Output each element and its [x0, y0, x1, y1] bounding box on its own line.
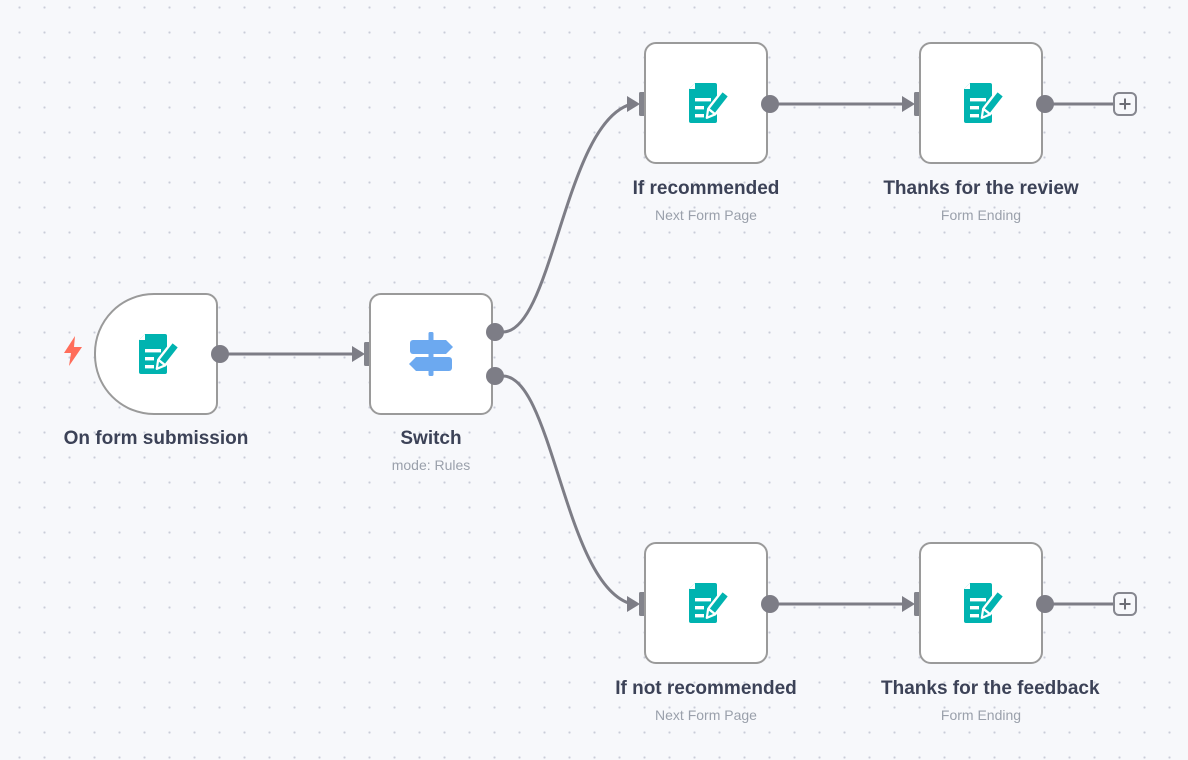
node-thanks-for-the-review[interactable]	[919, 42, 1043, 164]
node-subtitle: Form Ending	[940, 207, 1022, 223]
node-title: If not recommended	[615, 678, 797, 699]
add-node-after-thanks-for-the-review-button[interactable]	[1113, 92, 1137, 116]
node-on-form-submission[interactable]	[94, 293, 218, 415]
trigger-lightning-bolt-icon	[64, 336, 82, 366]
label-switch: Switch mode: Rules	[331, 427, 531, 476]
connection-switch-to-if-recommended	[502, 102, 633, 334]
plus-icon	[1119, 98, 1131, 110]
form-document-pencil-icon	[139, 334, 181, 374]
node-title: If recommended	[632, 178, 780, 199]
label-if-not-recommended: If not recommended Next Form Page	[606, 677, 806, 726]
node-subtitle: mode: Rules	[391, 457, 471, 473]
label-thanks-for-the-review: Thanks for the review Form Ending	[881, 177, 1081, 226]
node-title: On form submission	[63, 428, 249, 449]
output-endpoint-if-not-recommended[interactable]	[761, 595, 779, 613]
output-endpoint-switch-1[interactable]	[486, 367, 504, 385]
plus-icon	[1119, 598, 1131, 610]
add-node-after-thanks-for-the-feedback-button[interactable]	[1113, 592, 1137, 616]
connection-switch-to-if-not-recommended	[502, 374, 633, 606]
label-on-form-submission: On form submission	[56, 427, 256, 451]
form-document-pencil-icon	[964, 83, 1006, 123]
label-thanks-for-the-feedback: Thanks for the feedback Form Ending	[881, 677, 1100, 726]
node-title: Switch	[400, 428, 462, 449]
node-title: Thanks for the review	[883, 178, 1079, 199]
output-endpoint-thanks-for-the-feedback[interactable]	[1036, 595, 1054, 613]
form-document-pencil-icon	[964, 583, 1006, 623]
form-document-pencil-icon	[689, 583, 731, 623]
node-if-recommended[interactable]	[644, 42, 768, 164]
node-if-not-recommended[interactable]	[644, 542, 768, 664]
output-endpoint-switch-0[interactable]	[486, 323, 504, 341]
output-endpoint-on-form-submission[interactable]	[211, 345, 229, 363]
node-thanks-for-the-feedback[interactable]	[919, 542, 1043, 664]
output-endpoint-if-recommended[interactable]	[761, 95, 779, 113]
node-title: Thanks for the feedback	[881, 678, 1100, 699]
node-subtitle: Next Form Page	[655, 707, 757, 723]
output-endpoint-thanks-for-the-review[interactable]	[1036, 95, 1054, 113]
node-subtitle: Next Form Page	[655, 207, 757, 223]
form-document-pencil-icon	[689, 83, 731, 123]
signpost-switch-icon	[409, 332, 453, 376]
node-switch[interactable]	[369, 293, 493, 415]
node-subtitle: Form Ending	[940, 707, 1022, 723]
label-if-recommended: If recommended Next Form Page	[606, 177, 806, 226]
